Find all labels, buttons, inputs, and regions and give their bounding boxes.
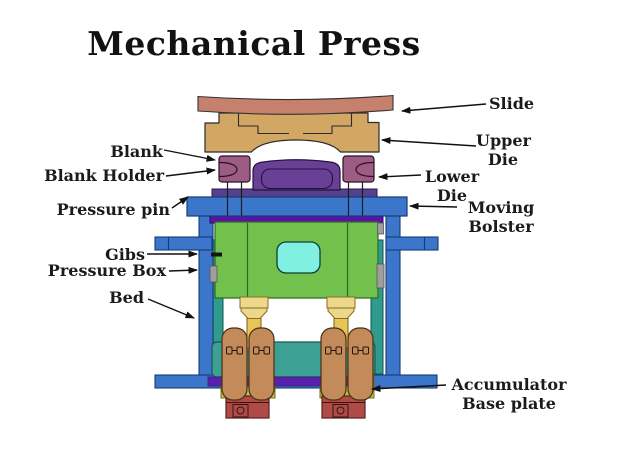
- piston-feet: [239, 296, 356, 319]
- arrow-bed: [147, 298, 195, 319]
- wear-pads: [209, 222, 385, 289]
- pressure-box-window: [276, 241, 321, 274]
- moving-bolster: [186, 196, 408, 217]
- upper-die: [204, 112, 380, 153]
- label-accumulator-base-plate: Accumulator Base plate: [451, 375, 567, 413]
- pressure-box: [214, 221, 379, 299]
- arrow-moving-bolster: [409, 202, 458, 210]
- label-lower-die: Lower Die: [424, 167, 480, 205]
- arrow-slide: [401, 103, 487, 114]
- blank-holders: [218, 155, 375, 183]
- base-plate-blocks: [225, 395, 366, 419]
- arrow-blank-holder: [165, 167, 216, 177]
- leader-arrows: [147, 103, 487, 393]
- arrow-accumulator: [371, 384, 447, 393]
- bed-flange-right: [385, 236, 439, 251]
- pressure-pins: [226, 181, 364, 216]
- arrow-blank: [163, 149, 216, 162]
- lower-die: [252, 159, 341, 191]
- arrow-pressure-box: [168, 266, 198, 274]
- label-upper-die: Upper Die: [476, 131, 531, 169]
- cylinder-link-icons: [226, 346, 369, 355]
- label-gibs: Gibs: [105, 245, 145, 264]
- arrow-lower-die: [378, 173, 422, 181]
- label-bed: Bed: [109, 288, 144, 307]
- arrow-pressure-pin: [171, 196, 189, 209]
- slide: [197, 94, 394, 115]
- gib-marker: [211, 252, 222, 257]
- label-moving-bolster: Moving Bolster: [467, 198, 535, 236]
- label-slide: Slide: [489, 94, 535, 113]
- label-pressure-pin: Pressure pin: [56, 200, 170, 219]
- page-title: Mechanical Press: [87, 24, 421, 63]
- label-blank: Blank: [110, 142, 163, 161]
- label-blank-holder: Blank Holder: [44, 166, 164, 185]
- bed-flange-left: [154, 236, 213, 251]
- arrow-upper-die: [381, 137, 477, 147]
- accumulator-cylinders: [221, 327, 374, 401]
- label-pressure-box: Pressure Box: [47, 261, 166, 280]
